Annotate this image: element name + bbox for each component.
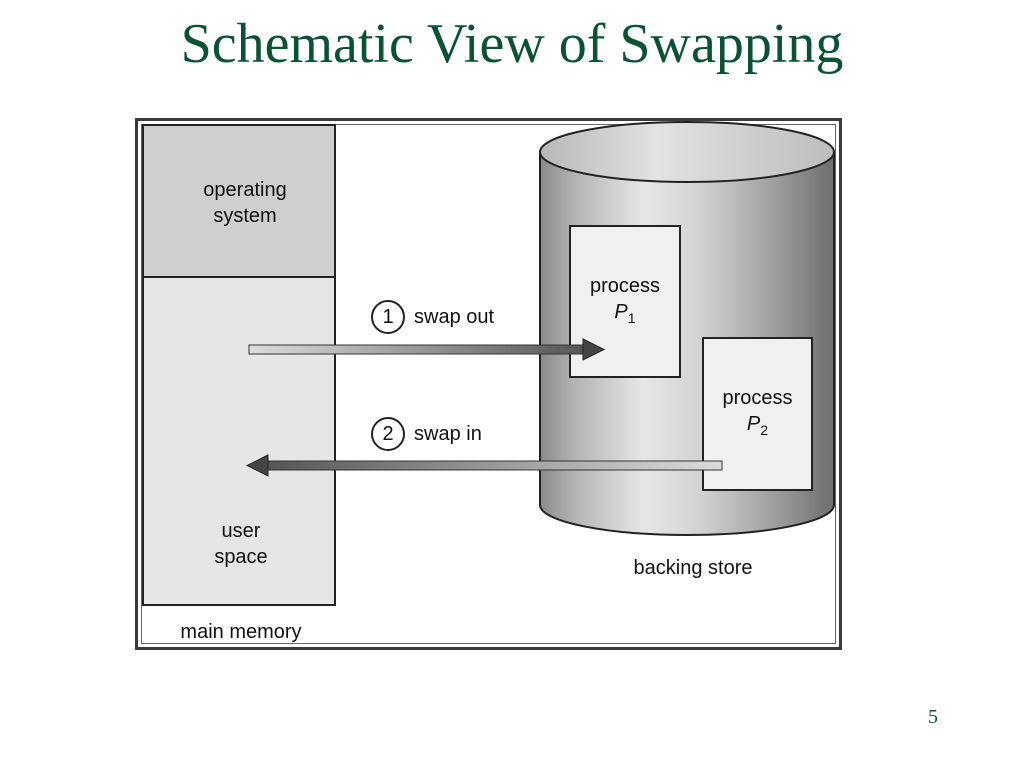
step-1-number: 1 <box>382 306 394 328</box>
process-p1-letter: P <box>614 301 628 323</box>
main-memory-label: main memory <box>180 621 302 643</box>
backing-store-label: backing store <box>633 557 753 579</box>
swap-out-label: swap out <box>414 306 495 328</box>
process-p2-letter: P <box>746 413 761 435</box>
process-p1-name: process <box>589 275 661 297</box>
user-space-label: user space <box>214 520 268 568</box>
main-memory <box>142 124 336 606</box>
operating-system-region <box>144 126 334 278</box>
figure-inner-border <box>141 124 836 644</box>
step-2-number: 2 <box>382 423 394 445</box>
swap-out-arrow <box>248 338 606 361</box>
swap-in-label: swap in <box>414 423 482 445</box>
process-p2-subscript: 2 <box>760 422 769 438</box>
process-p2-name: process <box>722 387 793 409</box>
process-p1-label: process P1 <box>572 273 678 331</box>
process-p1-symbol: P1 <box>572 299 678 331</box>
process-p1-subscript: 1 <box>627 310 636 326</box>
operating-system-label: operating system <box>203 179 287 227</box>
process-p2-label: process P2 <box>705 385 810 443</box>
swap-in-arrow <box>245 454 723 477</box>
page-number: 5 <box>928 706 938 728</box>
step-1-circle <box>371 300 405 334</box>
process-p2-symbol: P2 <box>705 411 810 443</box>
slide-title: Schematic View of Swapping <box>180 13 844 75</box>
step-2-circle <box>371 417 405 451</box>
